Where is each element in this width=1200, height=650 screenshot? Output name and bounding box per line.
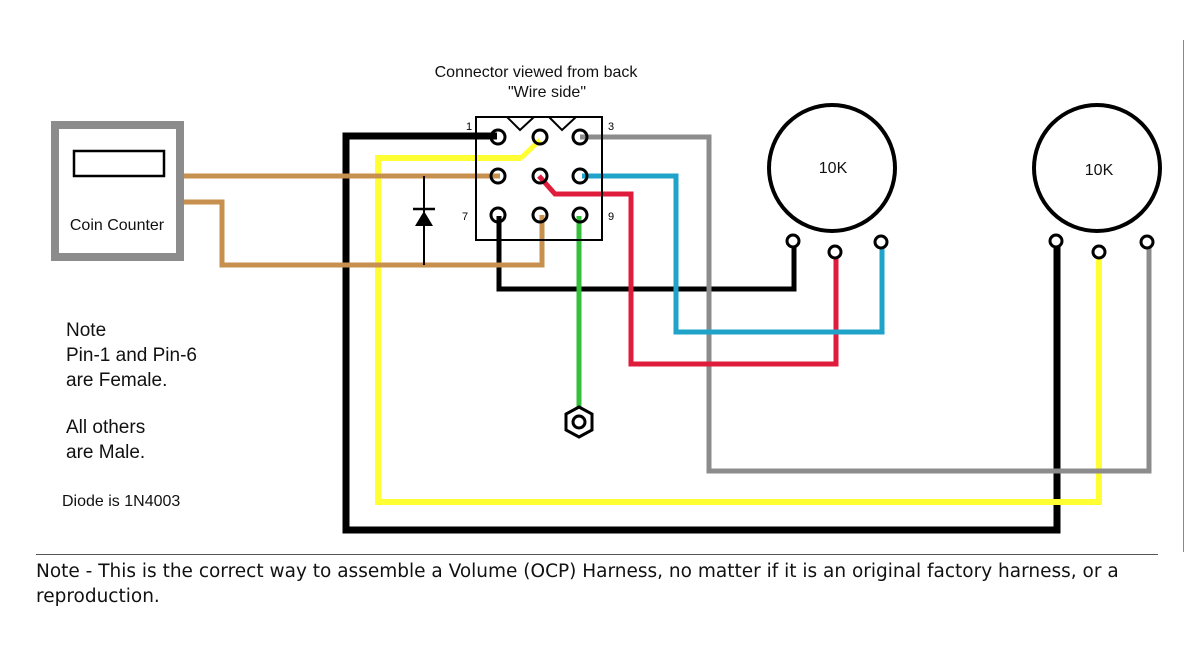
pin-label-3: 3 (608, 121, 614, 133)
black-wire (342, 132, 1061, 534)
pin-label-9: 9 (608, 211, 614, 223)
yellow-wire (375, 155, 1102, 505)
ground-nut-icon (564, 405, 594, 439)
caption-divider (36, 554, 1158, 555)
caption-text: Note - This is the correct way to assemb… (36, 561, 1119, 607)
connector: 1 3 7 9 Connector viewed from back "Wire… (435, 64, 639, 241)
red-wire (537, 174, 839, 367)
diode-symbol (413, 207, 435, 226)
pin-notes: Note Pin-1 and Pin-6 are Female. All oth… (62, 320, 197, 510)
coin-counter-label: Coin Counter (70, 217, 165, 234)
note-line-1: Note (66, 320, 106, 341)
pot-right-label: 10K (1085, 162, 1114, 179)
note-line-5: are Male. (66, 442, 145, 463)
pin-label-7: 7 (462, 211, 468, 223)
potentiometer-left: 10K (767, 103, 897, 260)
note-line-3: are Female. (66, 370, 167, 391)
note-line-4: All others (66, 417, 145, 438)
frame-border (1183, 40, 1184, 552)
connector-subtitle: "Wire side" (508, 84, 586, 101)
connector-pins (489, 128, 589, 224)
brown-wire-bottom (184, 199, 545, 268)
blue-wire (582, 173, 885, 335)
pot-left-label: 10K (819, 160, 848, 177)
diode-note: Diode is 1N4003 (62, 493, 180, 510)
connector-title: Connector viewed from back (435, 64, 639, 81)
black-wire-pot (496, 216, 797, 292)
potentiometer-right: 10K (1032, 103, 1162, 260)
gray-wire (580, 134, 1152, 474)
note-line-2: Pin-1 and Pin-6 (66, 345, 197, 366)
pin-label-1: 1 (466, 121, 472, 133)
coin-counter: Coin Counter (51, 121, 184, 261)
